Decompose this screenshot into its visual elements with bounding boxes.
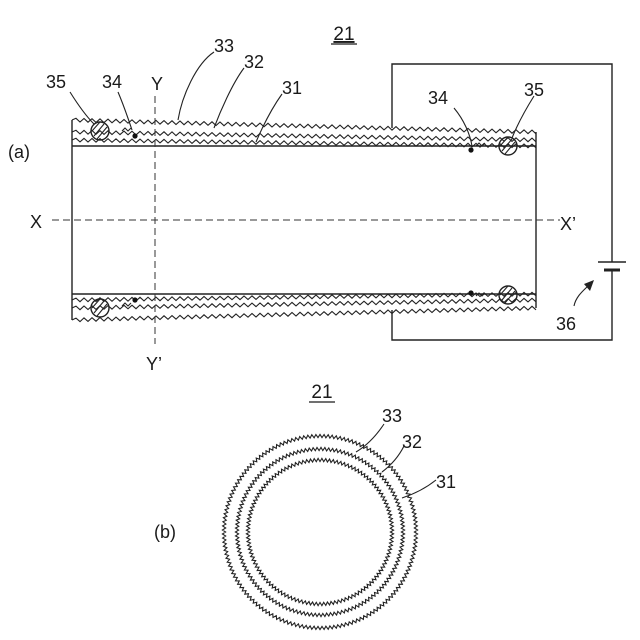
- cross-section-rings: [222, 434, 417, 629]
- label-ring-32: 32: [402, 432, 422, 452]
- circuit-wire: [392, 64, 612, 340]
- ring-inner-31: [246, 458, 393, 605]
- label-electrode-right: 34: [428, 88, 448, 108]
- leader-ring-33: [356, 424, 384, 452]
- label-power-source: 36: [556, 314, 576, 334]
- serration-bottom-middle: [72, 298, 536, 309]
- serration-top-outer: [72, 118, 536, 134]
- leader-ring-32: [382, 446, 404, 472]
- serration-bottom-outer: [72, 306, 536, 321]
- label-seal-right: 35: [524, 80, 544, 100]
- label-axis-y: Y: [151, 74, 163, 94]
- panel-b-caption: (b): [154, 522, 176, 542]
- label-layer-31: 31: [282, 78, 302, 98]
- leader-ring-31: [402, 480, 436, 498]
- ring-middle-32: [235, 447, 404, 616]
- panel-b: 21 (b) 33 32 31: [154, 382, 456, 630]
- panel-a-caption: (a): [8, 142, 30, 162]
- label-axis-x: X: [30, 212, 42, 232]
- figure-number-a: 21: [333, 24, 354, 45]
- battery-pointer-arrow: [574, 280, 594, 306]
- label-layer-32: 32: [244, 52, 264, 72]
- battery-symbol: [598, 262, 626, 280]
- label-layer-33: 33: [214, 36, 234, 56]
- ring-outer-33: [222, 434, 417, 629]
- label-ring-31: 31: [436, 472, 456, 492]
- label-electrode-left: 34: [102, 72, 122, 92]
- panel-a: 21 (a) 35 34 Y 33 32 31 34 35 X X’ Y’ 36: [8, 24, 626, 374]
- label-axis-y-prime: Y’: [146, 354, 162, 374]
- figure-number-b: 21: [311, 382, 332, 403]
- label-ring-33: 33: [382, 406, 402, 426]
- label-axis-x-prime: X’: [560, 214, 576, 234]
- label-seal-left: 35: [46, 72, 66, 92]
- seal-bottom-right: [499, 286, 517, 304]
